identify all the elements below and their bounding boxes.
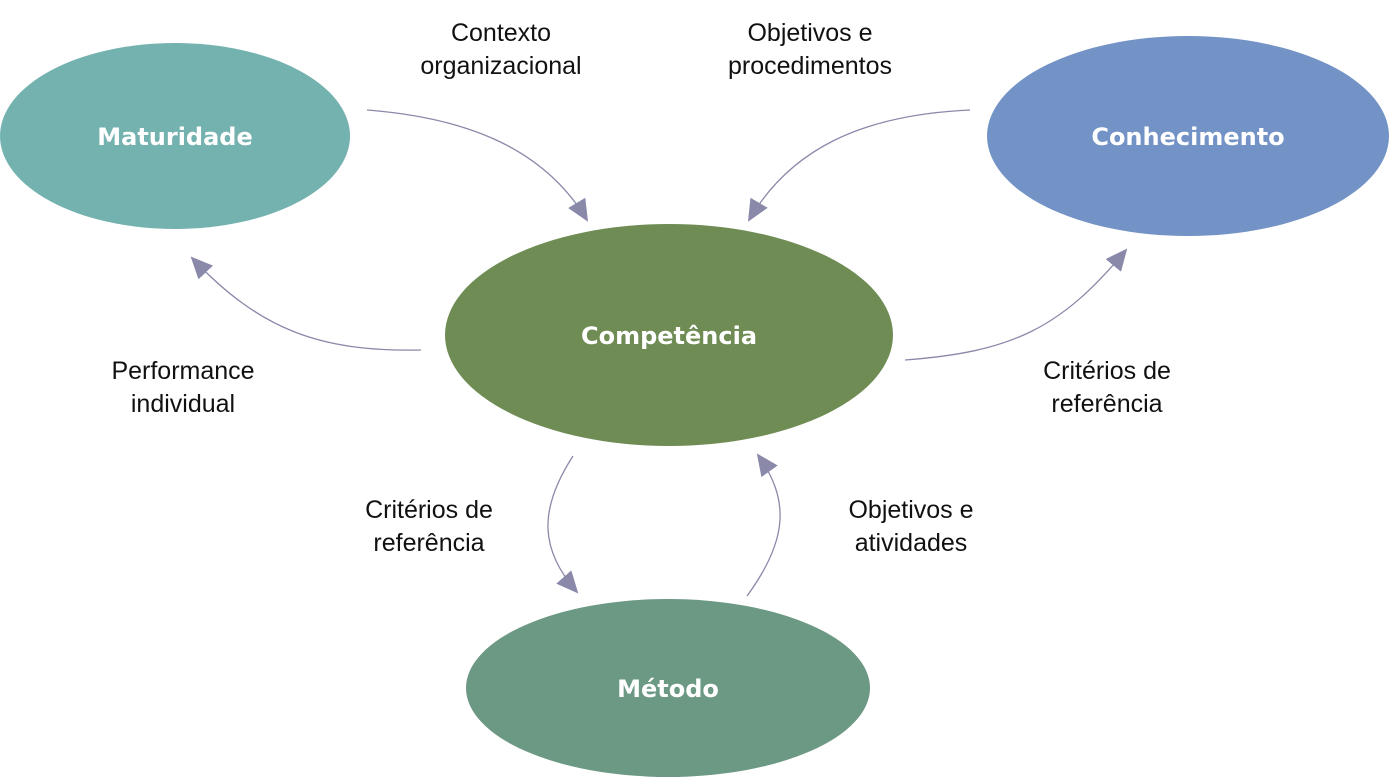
edge-label-line: procedimentos bbox=[728, 52, 892, 80]
arrow-conhecimento-to-competencia bbox=[747, 109, 971, 222]
edge-label-line: Contexto bbox=[450, 19, 552, 47]
edge-label-criterios-conhecimento: Critérios de referência bbox=[997, 355, 1217, 421]
edge-label-line: Critérios de bbox=[365, 496, 493, 524]
arrow-competencia-to-metodo bbox=[547, 455, 579, 594]
arrow-competencia-to-maturidade bbox=[190, 256, 422, 351]
node-metodo: Método bbox=[466, 599, 870, 777]
edge-label-line: Performance bbox=[111, 357, 255, 385]
edge-label-objetivos-atividades: Objetivos e atividades bbox=[801, 494, 1021, 560]
edge-label-line: organizacional bbox=[420, 52, 582, 80]
edge-label-line: individual bbox=[130, 390, 236, 418]
conhecimento-label: Conhecimento bbox=[1091, 123, 1284, 151]
maturidade-label: Maturidade bbox=[97, 123, 253, 151]
metodo-ellipse bbox=[466, 599, 870, 777]
edge-label-objetivos-procedimentos: Objetivos e procedimentos bbox=[700, 17, 920, 83]
edge-label-line: Critérios de bbox=[1043, 357, 1171, 385]
edge-label-line: atividades bbox=[854, 529, 968, 557]
conhecimento-ellipse bbox=[987, 36, 1389, 236]
edge-label-criterios-metodo: Critérios de referência bbox=[319, 494, 539, 560]
edge-label-performance-individual: Performance individual bbox=[73, 355, 293, 421]
edge-label-line: Objetivos e bbox=[848, 496, 974, 524]
metodo-label: Método bbox=[617, 675, 719, 703]
edge-label-contexto-organizacional: Contexto organizacional bbox=[391, 17, 611, 83]
node-maturidade: Maturidade bbox=[0, 43, 350, 229]
node-conhecimento: Conhecimento bbox=[987, 36, 1389, 236]
arrow-competencia-to-conhecimento bbox=[904, 248, 1128, 361]
node-competencia: Competência bbox=[445, 224, 893, 446]
competencia-label: Competência bbox=[581, 322, 757, 350]
edge-label-line: referência bbox=[373, 529, 485, 557]
arrow-maturidade-to-competencia bbox=[366, 109, 589, 222]
arrow-metodo-to-competencia bbox=[746, 453, 781, 597]
maturidade-ellipse bbox=[0, 43, 350, 229]
edge-label-line: Objetivos e bbox=[747, 19, 873, 47]
competencia-ellipse bbox=[445, 224, 893, 446]
edge-label-line: referência bbox=[1051, 390, 1163, 418]
